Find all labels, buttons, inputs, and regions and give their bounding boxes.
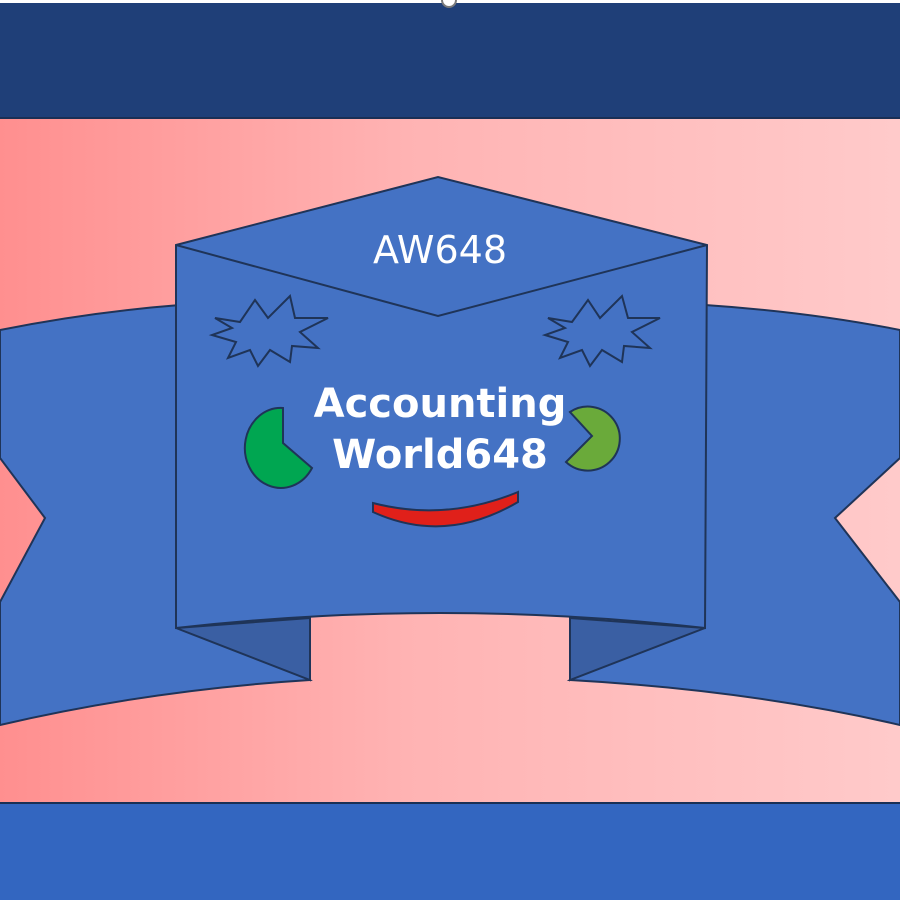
right-burst-icon [541,294,661,368]
left-burst-icon [208,294,329,368]
top-band [0,3,900,119]
ribbon-right-fold [569,616,706,682]
ribbon-left-fold [175,616,311,682]
ribbon-center-panel [175,175,709,630]
envelope-flap-line [175,244,708,318]
left-eye-pie-icon [243,406,314,489]
logo-code: AW648 [373,228,507,272]
right-eye-pie-icon [564,405,621,472]
bottom-band [0,802,900,900]
logo-name-line2: World648 [332,432,548,478]
smile-mouth-icon [372,490,519,528]
logo-name-line1: Accounting [314,381,567,427]
